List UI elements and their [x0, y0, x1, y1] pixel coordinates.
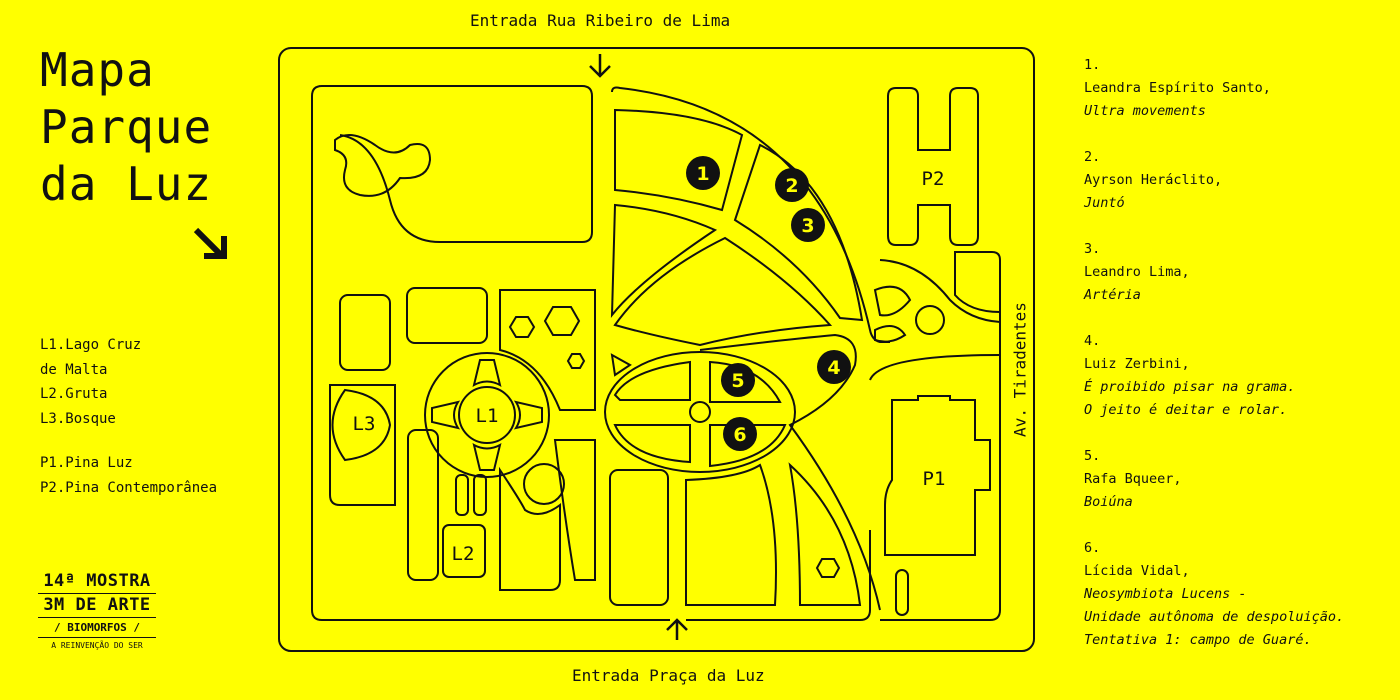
artwork-number: 6.	[1084, 540, 1101, 556]
artwork-title: Ultra movements	[1084, 103, 1206, 119]
artwork-title: Artéria	[1084, 287, 1141, 303]
marker-number: 1	[696, 163, 709, 185]
marker-number: 3	[801, 215, 814, 237]
arrow-up-icon	[666, 618, 688, 640]
exhibition-logo: 14ª MOSTRA 3M DE ARTE / BIOMORFOS / A RE…	[38, 570, 156, 654]
artwork-artist: Rafa Bqueer,	[1084, 471, 1182, 487]
artwork-item-6: 6. Lícida Vidal, Neosymbiota Lucens - Un…	[1084, 537, 1344, 652]
artwork-artist: Leandra Espírito Santo,	[1084, 80, 1271, 96]
paths	[311, 85, 1001, 621]
avenue-side-label: Av. Tiradentes	[1010, 302, 1030, 437]
artwork-item-1: 1. Leandra Espírito Santo, Ultra movemen…	[1084, 54, 1344, 123]
artwork-marker-3[interactable]: 3	[791, 208, 825, 242]
artwork-number: 3.	[1084, 241, 1101, 257]
logo-line: A REINVENÇÃO DO SER	[51, 641, 143, 650]
artwork-artist: Luiz Zerbini,	[1084, 356, 1190, 372]
logo-line: 3M DE ARTE	[38, 594, 156, 618]
artwork-item-3: 3. Leandro Lima, Artéria	[1084, 238, 1344, 307]
title-line: da Luz	[40, 157, 213, 211]
artwork-title: Boiúna	[1084, 494, 1133, 510]
marker-number: 5	[731, 370, 744, 392]
artwork-marker-6[interactable]: 6	[723, 417, 757, 451]
legend-item: P2.Pina Contemporânea	[40, 479, 218, 496]
title-line: Mapa	[40, 43, 155, 97]
arrow-down-right-icon	[193, 227, 227, 259]
artwork-number: 1.	[1084, 57, 1101, 73]
park-boundary	[278, 47, 1035, 652]
map-label-p2: P2	[922, 168, 945, 190]
artwork-marker-2[interactable]: 2	[775, 168, 809, 202]
legend-item: P1.Pina Luz	[40, 455, 133, 471]
map-label-l3: L3	[353, 413, 376, 435]
marker-number: 6	[733, 424, 746, 446]
page-title: Mapa Parque da Luz	[40, 42, 212, 213]
artwork-marker-4[interactable]: 4	[817, 350, 851, 384]
logo-line: / BIOMORFOS /	[38, 618, 156, 638]
legend-item: L2.Gruta	[40, 386, 108, 402]
legend-item: L3.Bosque	[40, 410, 116, 427]
artwork-item-2: 2. Ayrson Heráclito, Juntó	[1084, 146, 1344, 215]
artwork-marker-1[interactable]: 1	[686, 156, 720, 190]
artwork-title: Juntó	[1084, 195, 1125, 211]
artwork-number: 2.	[1084, 149, 1101, 165]
artwork-title: O jeito é deitar e rolar.	[1084, 402, 1288, 418]
artwork-number: 5.	[1084, 448, 1101, 464]
artwork-item-5: 5. Rafa Bqueer, Boiúna	[1084, 445, 1344, 514]
title-line: Parque	[40, 100, 213, 154]
artwork-list: 1. Leandra Espírito Santo, Ultra movemen…	[1084, 54, 1344, 675]
map-label-p1: P1	[923, 468, 946, 490]
artwork-marker-5[interactable]: 5	[721, 363, 755, 397]
artwork-title: Tentativa 1: campo de Guaré.	[1084, 632, 1312, 648]
artwork-artist: Ayrson Heráclito,	[1084, 172, 1223, 188]
marker-number: 4	[827, 357, 840, 379]
marker-number: 2	[785, 175, 798, 197]
legend-item: L1.Lago Cruz	[40, 337, 142, 353]
logo-line: 14ª MOSTRA	[38, 570, 156, 594]
artwork-title: Neosymbiota Lucens -	[1084, 586, 1247, 602]
legend-item: de Malta	[40, 361, 108, 378]
artwork-number: 4.	[1084, 333, 1101, 349]
artwork-artist: Leandro Lima,	[1084, 264, 1190, 280]
entrance-bottom-label: Entrada Praça da Luz	[572, 666, 765, 685]
artwork-title: É proibido pisar na grama.	[1084, 379, 1296, 395]
arrow-down-icon	[589, 54, 611, 78]
artwork-artist: Lícida Vidal,	[1084, 563, 1190, 579]
artwork-title: Unidade autônoma de despoluição.	[1084, 609, 1345, 625]
map-legend: L1.Lago Cruz de Malta L2.Gruta L3.Bosque…	[40, 333, 217, 500]
map-label-l1: L1	[476, 405, 499, 427]
entrance-top-label: Entrada Rua Ribeiro de Lima	[470, 11, 731, 30]
artwork-item-4: 4. Luiz Zerbini, É proibido pisar na gra…	[1084, 330, 1344, 422]
map-label-l2: L2	[452, 543, 475, 565]
